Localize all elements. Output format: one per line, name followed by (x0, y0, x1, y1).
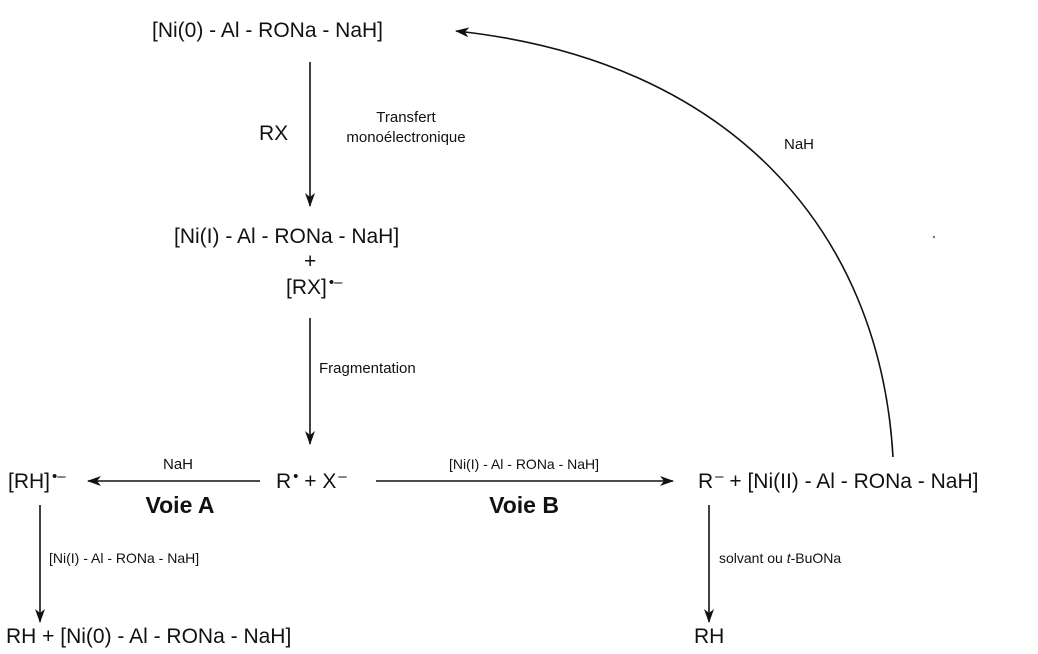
stray-dot (932, 235, 936, 239)
nah-curve-label: NaH (784, 136, 815, 153)
ni1-reagent-left: [Ni(I) - Al - RONa - NaH] (49, 550, 200, 566)
ni1-over-voie-b: [Ni(I) - Al - RONa - NaH] (448, 456, 600, 472)
set-label-line2: monoélectronique (346, 129, 466, 146)
solvent-pre: solvant ou (719, 550, 787, 566)
fragmentation-label: Fragmentation (319, 360, 416, 377)
rh-radical-anion-text: [RH] (8, 470, 50, 493)
radical-dot: • (293, 468, 299, 485)
product-left: RH + [Ni(0) - Al - RONa - NaH] (6, 625, 292, 648)
rx-reagent-label: RX (259, 122, 289, 145)
radical-anion-mark: •– (328, 274, 343, 291)
ni0-top-species: [Ni(0) - Al - RONa - NaH] (152, 19, 384, 42)
r-radical-letter: R (276, 470, 292, 493)
rh-radical-anion-mark: •– (52, 468, 66, 485)
set-label-line1: Transfert (376, 109, 436, 126)
solvent-label: solvant ou t-BuONa (719, 551, 841, 565)
x-anion-mark: – (338, 468, 347, 485)
rx-radical-anion: [RX]•– (286, 275, 342, 298)
plus-sign: + (304, 250, 317, 273)
anion-plus-ni2: R– + [Ni(II) - Al - RONa - NaH] (698, 469, 978, 492)
voie-a-label: Voie A (145, 492, 215, 518)
radical-plus-halide: R• + X– (276, 469, 347, 492)
plus-x-text: + X (298, 470, 337, 493)
ni2-species: + [Ni(II) - Al - RONa - NaH] (723, 470, 979, 493)
voie-b-label: Voie B (489, 492, 559, 518)
product-right: RH (694, 625, 725, 648)
solvent-t-italic: t (786, 550, 791, 566)
solvent-post: -BuONa (790, 550, 842, 566)
r-anion-mark: – (715, 468, 724, 485)
ni1-species: [Ni(I) - Al - RONa - NaH] (174, 225, 400, 248)
r-anion-letter: R (698, 470, 714, 493)
arrow-regeneration-curve (455, 27, 894, 458)
nah-voie-a-label: NaH (162, 456, 194, 473)
rh-radical-anion: [RH]•– (8, 469, 66, 492)
rx-radical-anion-text: [RX] (286, 276, 327, 299)
